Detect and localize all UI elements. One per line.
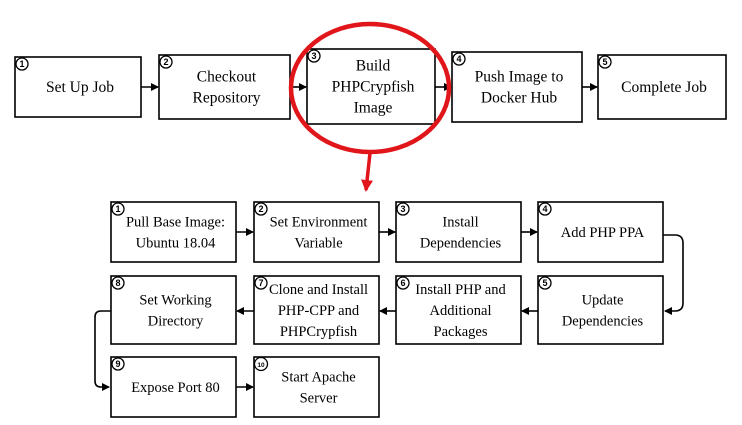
sub-step-9-number: 9 bbox=[115, 359, 120, 369]
sub-step-6-label-line: Install PHP and bbox=[415, 282, 506, 298]
sub-step-4-number: 4 bbox=[542, 204, 547, 214]
highlight-layer bbox=[288, 21, 452, 192]
top-step-1-number-badge bbox=[15, 57, 29, 71]
sub-step-10-label-line: Start Apache bbox=[281, 370, 356, 386]
sub-step-3-number: 3 bbox=[400, 204, 405, 214]
sub-step-6-label-line: Packages bbox=[434, 324, 488, 340]
sub-step-1-label-line: Ubuntu 18.04 bbox=[136, 236, 217, 252]
top-step-3-number-badge bbox=[307, 49, 321, 63]
top-step-3-label-line: Build bbox=[356, 58, 391, 75]
top-step-5-label-line: Complete Job bbox=[621, 79, 707, 96]
sub-step-7-label-line: PHPCrypfish bbox=[280, 324, 358, 340]
sub-step-10-number-badge bbox=[253, 356, 269, 372]
sub-step-3-label-line: Dependencies bbox=[420, 236, 502, 252]
top-step-4-number-badge bbox=[452, 52, 466, 66]
sub-step-8-box bbox=[110, 275, 237, 345]
sub-step-10-box bbox=[253, 356, 380, 418]
sub-step-7-label-line: Clone and Install bbox=[269, 282, 368, 298]
sub-step-5-label-line: Dependencies bbox=[562, 314, 644, 330]
top-step-3-label-line: Image bbox=[354, 100, 393, 117]
top-step-3-label-line: PHPCrypfish bbox=[332, 79, 415, 96]
top-step-5-number: 5 bbox=[602, 57, 607, 67]
sub-step-7-number: 7 bbox=[258, 278, 263, 288]
top-step-5-number-badge bbox=[598, 55, 612, 69]
sub-step-8-number-badge bbox=[111, 276, 125, 290]
sub-step-5-number-badge bbox=[538, 276, 552, 290]
sub-step-4-number-badge bbox=[538, 202, 552, 216]
sub-step-8-number: 8 bbox=[115, 278, 120, 288]
sub-step-10-number: 10 bbox=[257, 362, 265, 369]
sub-step-6-number: 6 bbox=[400, 278, 405, 288]
top-step-1-label-line: Set Up Job bbox=[46, 79, 114, 96]
sub-step-10-label-line: Server bbox=[300, 391, 338, 407]
sub-step-3-number-badge bbox=[396, 202, 410, 216]
top-step-2-number: 2 bbox=[163, 57, 168, 67]
sub-step-8-label-line: Set Working bbox=[139, 293, 211, 309]
top-step-4-label-line: Push Image to bbox=[475, 69, 564, 86]
sub-step-1-box bbox=[110, 201, 237, 263]
sub-step-5-number: 5 bbox=[542, 278, 547, 288]
sub-step-6-box bbox=[395, 275, 522, 345]
sub-step-5-label-line: Update bbox=[582, 293, 624, 309]
top-step-5-box bbox=[597, 54, 727, 120]
sub-step-1-number-badge bbox=[111, 202, 125, 216]
top-step-2-label-line: Repository bbox=[192, 90, 260, 107]
sub-step-4-box bbox=[537, 201, 664, 263]
sub-step-3-label-line: Install bbox=[442, 215, 478, 231]
highlight-pointer-arrow bbox=[361, 152, 374, 192]
sub-step-5-box bbox=[537, 275, 664, 345]
sub-step-2-number: 2 bbox=[258, 204, 263, 214]
sub-step-2-label-line: Set Environment bbox=[270, 215, 368, 231]
edges-layer bbox=[94, 83, 684, 391]
sub-step-7-label-line: PHP-CPP and bbox=[278, 303, 360, 319]
sub-step-9-box bbox=[110, 356, 237, 418]
top-step-2-box bbox=[158, 54, 291, 120]
sub-step-3-box bbox=[395, 201, 522, 263]
top-step-2-label-line: Checkout bbox=[197, 69, 257, 86]
sub-step-2-number-badge bbox=[254, 202, 268, 216]
sub-step-2-label-line: Variable bbox=[294, 236, 342, 252]
sub-step-2-box bbox=[253, 201, 380, 263]
sub-step-1-number: 1 bbox=[115, 204, 120, 214]
sub-arrow-8-9 bbox=[94, 310, 111, 391]
top-step-3-number: 3 bbox=[311, 51, 316, 61]
sub-step-7-box bbox=[253, 275, 380, 345]
top-step-3-box bbox=[306, 48, 436, 125]
sub-step-8-label-line: Directory bbox=[148, 314, 204, 330]
top-step-4-label-line: Docker Hub bbox=[481, 90, 557, 107]
sub-step-6-number-badge bbox=[396, 276, 410, 290]
sub-step-1-label-line: Pull Base Image: bbox=[126, 215, 225, 231]
top-step-1-box bbox=[14, 56, 142, 118]
sub-step-6-label-line: Additional bbox=[429, 303, 491, 319]
sub-step-7-number-badge bbox=[254, 276, 268, 290]
top-step-4-number: 4 bbox=[456, 54, 461, 64]
highlight-ellipse bbox=[288, 21, 452, 155]
sub-step-9-label-line: Expose Port 80 bbox=[131, 380, 220, 396]
top-step-1-number: 1 bbox=[19, 59, 24, 69]
sub-arrow-4-5 bbox=[663, 234, 684, 315]
sub-step-9-number-badge bbox=[111, 357, 125, 371]
top-step-2-number-badge bbox=[159, 55, 173, 69]
sub-step-4-label-line: Add PHP PPA bbox=[561, 225, 645, 241]
top-step-4-box bbox=[451, 51, 583, 123]
